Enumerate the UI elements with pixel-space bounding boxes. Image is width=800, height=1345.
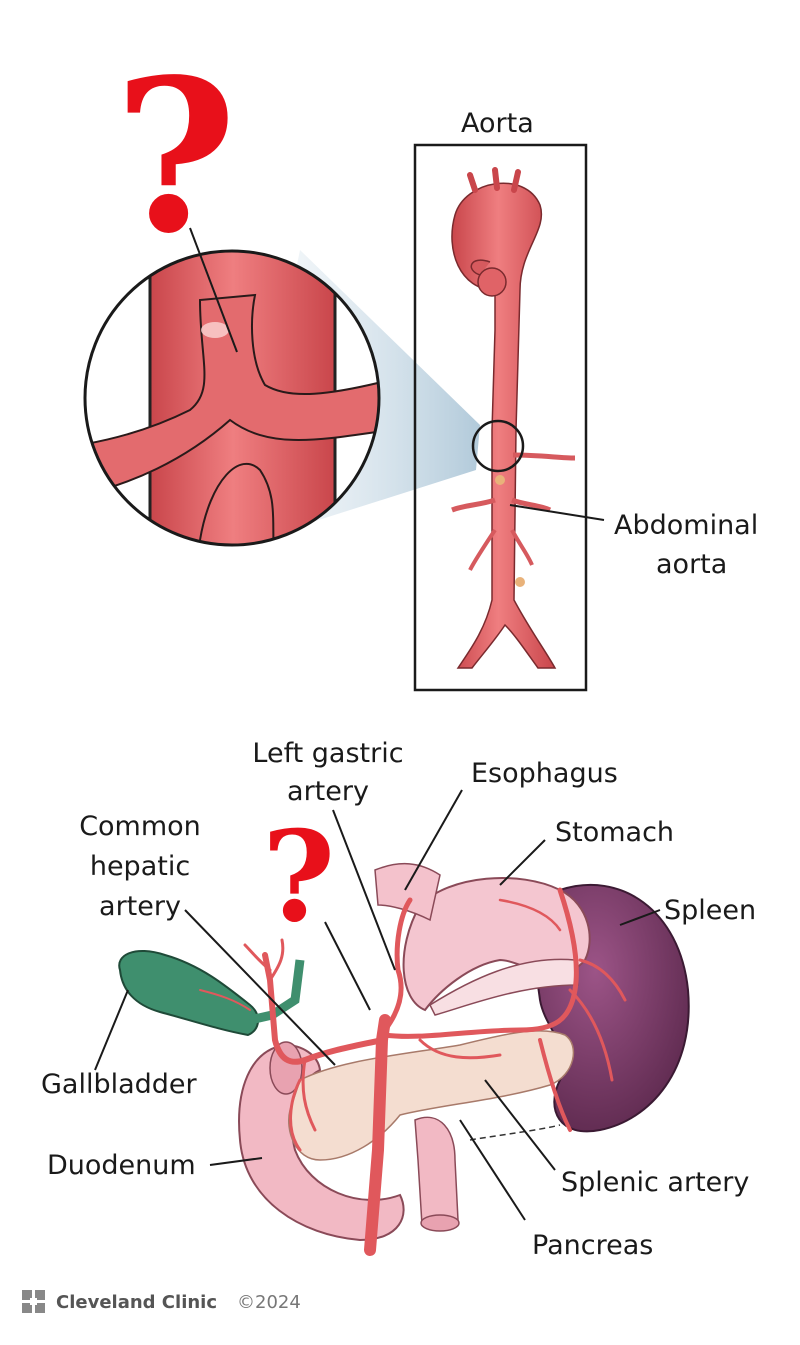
esophagus-shape <box>374 862 441 922</box>
label-esophagus: Esophagus <box>471 758 618 789</box>
label-aorta: Aorta <box>461 108 534 139</box>
question-mark-top: ? <box>114 33 238 280</box>
footer: Cleveland Clinic ©2024 <box>22 1288 301 1316</box>
label-left-gastric-2: artery <box>287 776 369 807</box>
label-duodenum: Duodenum <box>47 1150 196 1181</box>
label-common-1: Common <box>79 811 201 842</box>
footer-brand: Cleveland Clinic <box>56 1291 218 1313</box>
label-splenic-artery: Splenic artery <box>561 1167 750 1198</box>
pancreas-shape <box>288 1030 575 1161</box>
artery-network <box>199 887 627 1256</box>
label-common-3: artery <box>99 891 181 922</box>
magnifier-circle <box>83 249 381 547</box>
magnified-celiac-view <box>85 251 379 545</box>
label-left-gastric-1: Left gastric <box>252 738 404 769</box>
label-aorta-2: aorta <box>656 549 728 580</box>
label-common-2: hepatic <box>89 851 191 882</box>
footer-copyright: ©2024 <box>237 1291 301 1313</box>
celiac-small-circle <box>471 419 525 473</box>
label-pancreas: Pancreas <box>532 1230 654 1261</box>
question-mark-bottom: ? <box>262 804 336 950</box>
cleveland-clinic-logo <box>22 1290 45 1313</box>
aorta-box <box>413 143 588 692</box>
aorta-drawing <box>451 167 576 669</box>
label-spleen: Spleen <box>664 895 757 926</box>
label-abdominal: Abdominal <box>614 510 759 541</box>
label-stomach: Stomach <box>555 817 675 848</box>
label-gallbladder: Gallbladder <box>41 1069 197 1100</box>
